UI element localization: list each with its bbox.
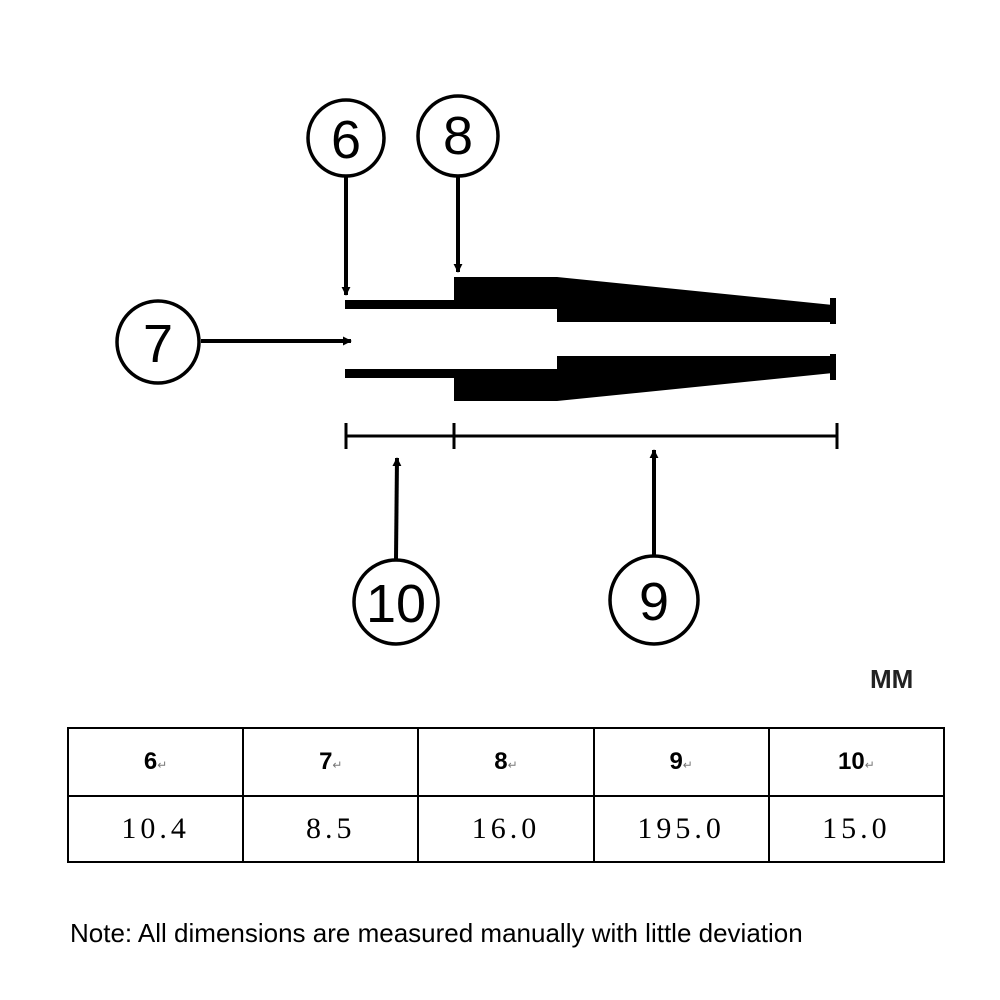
callout-9-label: 9	[639, 572, 669, 632]
value-cell-6: 10.4	[66, 795, 245, 863]
tube-shape	[345, 277, 836, 401]
return-mark-icon: ↵	[682, 758, 693, 772]
value-cell-10: 15.0	[767, 795, 946, 863]
callout-7-label: 7	[143, 314, 173, 374]
unit-label: MM	[870, 664, 914, 694]
tube-dimension-diagram: 6 8 7 10 9	[115, 94, 839, 646]
callout-10: 10	[352, 558, 440, 646]
header-label-9: 9	[669, 748, 683, 775]
inner-tube-bottom-wall	[345, 369, 457, 378]
dimension-lines	[344, 423, 839, 449]
table-header-cell: 10↵	[767, 727, 946, 797]
return-mark-icon: ↵	[157, 758, 168, 772]
dimensions-table: 6↵ 7↵ 8↵ 9↵ 10↵ 10.4 8.5 16.0 195.0 15.0	[66, 727, 946, 863]
value-cell-7: 8.5	[242, 795, 420, 863]
value-cell-8: 16.0	[417, 795, 595, 863]
table-header-cell: 6↵	[66, 727, 245, 797]
value-cell-9: 195.0	[592, 795, 770, 863]
callout-8: 8	[416, 94, 500, 178]
tube-tip-bottom	[830, 354, 836, 380]
callout-7: 7	[115, 299, 201, 385]
tube-tip-top	[830, 298, 836, 324]
inner-tube-top-wall	[345, 300, 457, 309]
return-mark-icon: ↵	[864, 758, 875, 772]
callout-arrows	[201, 176, 659, 560]
header-label-8: 8	[494, 748, 508, 775]
table-value-row: 10.4 8.5 16.0 195.0 15.0	[66, 795, 946, 863]
table-header-cell: 7↵	[242, 727, 420, 797]
callout-9: 9	[608, 554, 700, 646]
callout-6: 6	[306, 98, 386, 178]
table-header-row: 6↵ 7↵ 8↵ 9↵ 10↵	[66, 727, 946, 797]
header-label-7: 7	[319, 748, 333, 775]
return-mark-icon: ↵	[507, 758, 518, 772]
measurement-note: Note: All dimensions are measured manual…	[70, 918, 803, 948]
table-header-cell: 9↵	[592, 727, 770, 797]
table-header-cell: 8↵	[417, 727, 595, 797]
outer-tube-bottom-wall	[454, 356, 833, 401]
callout-10-label: 10	[366, 574, 426, 634]
header-label-10: 10	[837, 748, 865, 775]
return-mark-icon: ↵	[332, 758, 343, 772]
callout-8-label: 8	[443, 106, 473, 166]
callout-6-label: 6	[331, 110, 361, 170]
outer-tube-top-wall	[454, 277, 833, 322]
header-label-6: 6	[143, 748, 158, 775]
arrow-10	[392, 457, 402, 560]
